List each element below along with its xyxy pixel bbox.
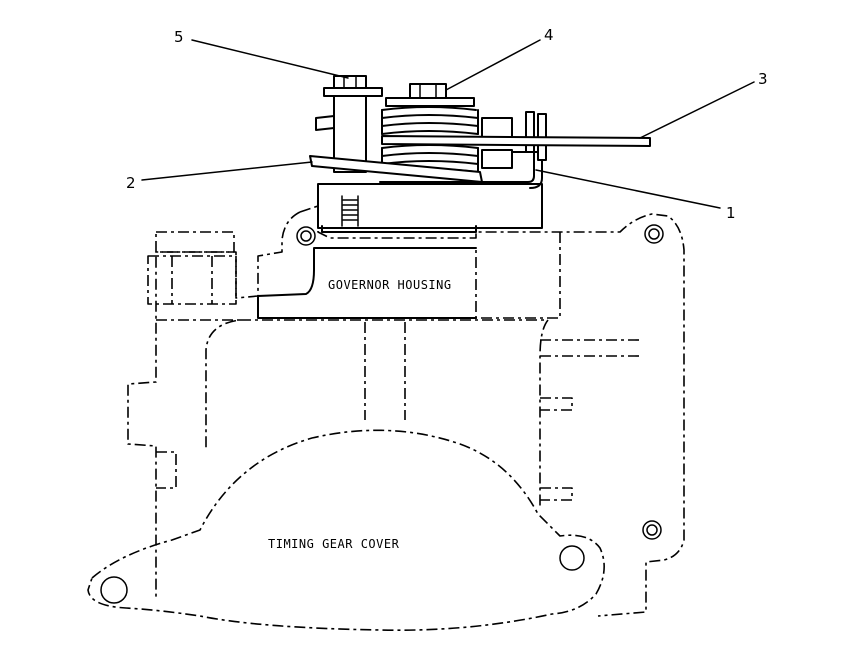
governor-spring-assembly <box>309 75 651 189</box>
lever-3 <box>381 135 651 147</box>
callout-3: 3 <box>758 70 768 88</box>
callout-5: 5 <box>174 28 184 46</box>
engine-housing-outline <box>127 205 685 617</box>
rod-2 <box>309 155 483 183</box>
callout-2: 2 <box>126 174 136 192</box>
callout-leaders <box>141 39 755 209</box>
governor-housing-body <box>257 183 543 319</box>
timing-gear-cover-label: TIMING GEAR COVER <box>268 537 400 551</box>
bolt-4 <box>385 83 475 107</box>
housing-bolt-holes <box>296 224 664 540</box>
hex-nut <box>147 231 237 305</box>
timing-gear-cover <box>87 429 605 631</box>
governor-housing-label: GOVERNOR HOUSING <box>328 278 452 292</box>
callout-1: 1 <box>726 204 736 222</box>
bolt-5 <box>315 75 383 173</box>
callout-4: 4 <box>544 26 554 44</box>
